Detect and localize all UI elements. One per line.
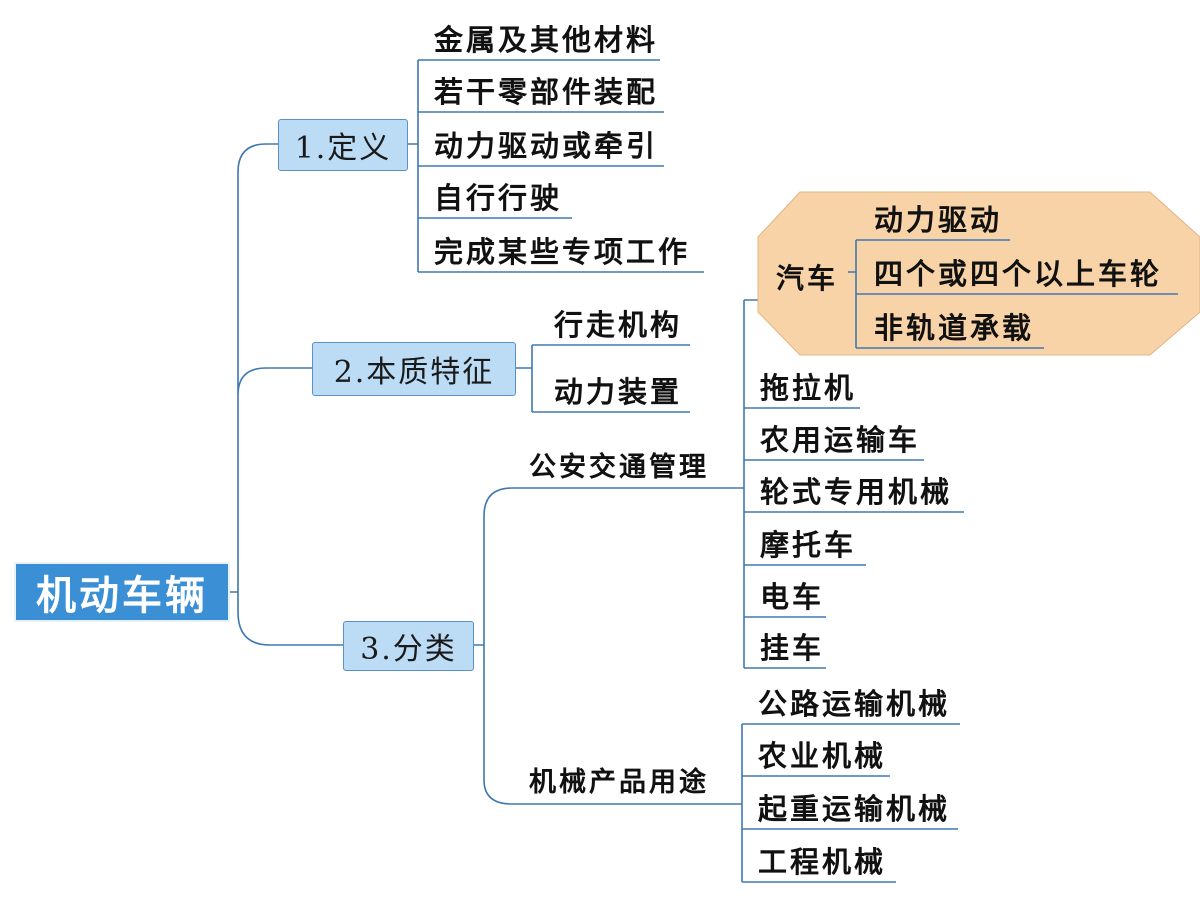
connector-root <box>230 143 343 646</box>
essence-item[interactable]: 动力装置 <box>554 375 683 409</box>
definition-item[interactable]: 金属及其他材料 <box>434 23 659 57</box>
car-item[interactable]: 四个或四个以上车轮 <box>874 257 1163 291</box>
definition-item[interactable]: 自行行驶 <box>434 181 563 215</box>
traffic-item[interactable]: 电车 <box>760 580 825 614</box>
car-highlight-octagon <box>757 191 1200 356</box>
traffic-item[interactable]: 摩托车 <box>760 528 857 562</box>
definition-item[interactable]: 若干零部件装配 <box>434 75 659 109</box>
branch-classification[interactable]: 3.分类 <box>343 621 474 671</box>
car-item[interactable]: 非轨道承载 <box>874 311 1035 345</box>
root-node[interactable]: 机动车辆 <box>14 562 230 622</box>
connector-definition <box>408 60 419 272</box>
sub-traffic-management[interactable]: 公安交通管理 <box>529 452 709 483</box>
connector-traffic <box>740 299 760 668</box>
definition-item[interactable]: 完成某些专项工作 <box>434 235 691 269</box>
traffic-item[interactable]: 挂车 <box>760 631 825 665</box>
definition-item[interactable]: 动力驱动或牵引 <box>434 129 659 163</box>
connector-car <box>848 239 1178 349</box>
machinery-item[interactable]: 工程机械 <box>758 845 887 879</box>
car-label[interactable]: 汽车 <box>776 262 839 295</box>
connector-essence <box>516 344 690 413</box>
machinery-item[interactable]: 起重运输机械 <box>758 792 951 826</box>
essence-item[interactable]: 行走机构 <box>554 308 683 342</box>
branch-essence[interactable]: 2.本质特征 <box>312 342 516 396</box>
connector-classification <box>474 487 742 805</box>
car-item[interactable]: 动力驱动 <box>874 203 1003 237</box>
traffic-item[interactable]: 拖拉机 <box>760 371 857 405</box>
traffic-item[interactable]: 轮式专用机械 <box>760 475 953 509</box>
traffic-item[interactable]: 农用运输车 <box>760 423 921 457</box>
branch-definition[interactable]: 1.定义 <box>278 119 408 171</box>
sub-machinery-use[interactable]: 机械产品用途 <box>529 767 709 798</box>
machinery-item[interactable]: 公路运输机械 <box>758 687 951 721</box>
machinery-item[interactable]: 农业机械 <box>758 739 887 773</box>
